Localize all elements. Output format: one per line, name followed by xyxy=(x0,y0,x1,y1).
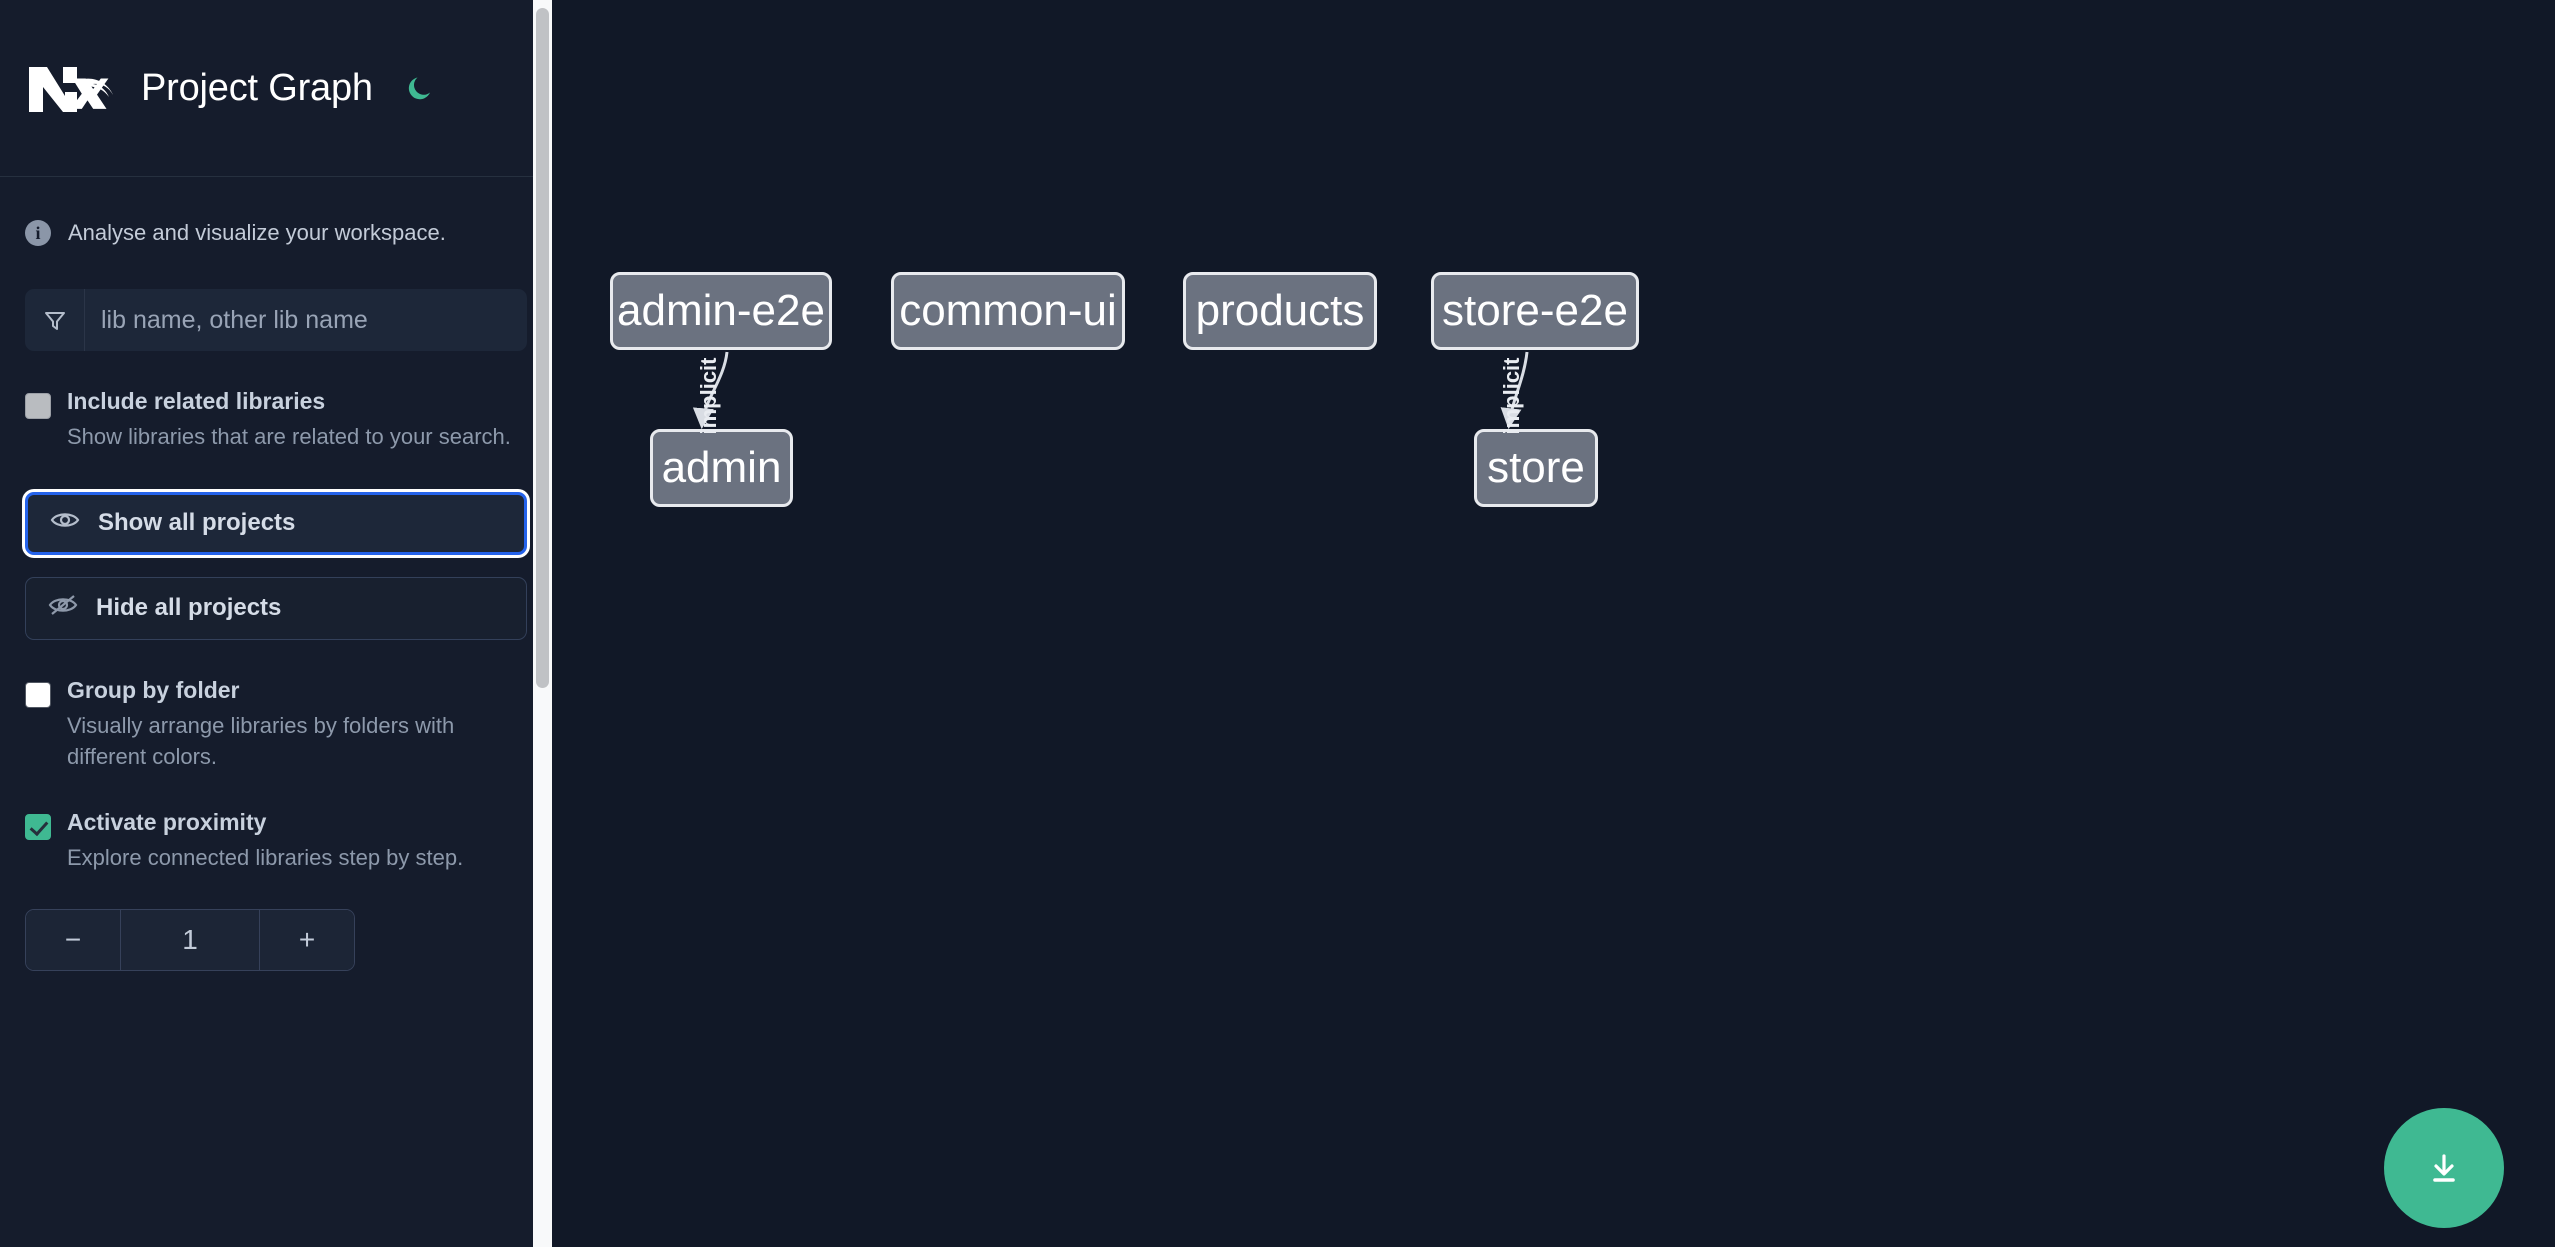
include-related-description: Show libraries that are related to your … xyxy=(67,423,511,449)
show-all-projects-label: Show all projects xyxy=(98,509,296,537)
graph-node-admin[interactable]: admin xyxy=(650,429,793,507)
hide-all-projects-label: Hide all projects xyxy=(96,594,282,622)
info-text: Analyse and visualize your workspace. xyxy=(68,220,446,245)
activate-proximity-checkbox[interactable] xyxy=(25,814,51,841)
proximity-value: 1 xyxy=(121,910,259,971)
info-icon: i xyxy=(25,220,51,246)
proximity-increment-button[interactable]: + xyxy=(259,910,354,971)
graph-node-store-e2e[interactable]: store-e2e xyxy=(1431,272,1639,350)
sidebar-header: Project Graph xyxy=(0,0,552,177)
hide-all-projects-button[interactable]: Hide all projects xyxy=(25,576,527,640)
option-group-by-folder[interactable]: Group by folder Visually arrange librari… xyxy=(25,676,527,772)
edge-label-admin-implicit: implicit xyxy=(696,357,721,435)
filter-funnel-icon[interactable] xyxy=(25,289,85,351)
option-include-related-libraries[interactable]: Include related libraries Show libraries… xyxy=(25,387,527,452)
moon-icon[interactable] xyxy=(399,66,443,110)
eye-icon xyxy=(50,509,80,538)
graph-canvas[interactable]: admin-e2e admin common-ui products store… xyxy=(552,0,2555,1247)
show-all-projects-button[interactable]: Show all projects xyxy=(25,491,527,555)
sidebar: Project Graph i Analyse and visualize yo… xyxy=(0,0,552,1247)
nx-logo xyxy=(25,57,117,120)
workspace-info: i Analyse and visualize your workspace. xyxy=(0,177,552,289)
proximity-stepper: − 1 + xyxy=(25,909,355,972)
include-related-label: Include related libraries xyxy=(67,388,326,414)
download-graph-button[interactable] xyxy=(2384,1108,2504,1228)
search-input[interactable] xyxy=(85,289,527,351)
graph-node-admin-e2e[interactable]: admin-e2e xyxy=(610,272,832,350)
edge-label-store-implicit: implicit xyxy=(1499,357,1524,435)
sidebar-body: Include related libraries Show libraries… xyxy=(0,289,552,972)
group-by-folder-label: Group by folder xyxy=(67,676,240,703)
graph-node-store[interactable]: store xyxy=(1474,429,1598,507)
activate-proximity-description: Explore connected libraries step by step… xyxy=(67,844,464,870)
sidebar-scrollbar-thumb[interactable] xyxy=(536,8,549,688)
proximity-decrement-button[interactable]: − xyxy=(26,910,121,971)
page-title: Project Graph xyxy=(141,66,373,109)
search-field[interactable] xyxy=(25,289,527,351)
graph-edges xyxy=(692,351,1529,430)
group-by-folder-checkbox[interactable] xyxy=(25,681,51,708)
edge-store-e2e-to-store xyxy=(1500,351,1529,430)
activate-proximity-label: Activate proximity xyxy=(67,809,267,836)
sidebar-scrollbar-track[interactable] xyxy=(533,0,552,1247)
graph-node-products[interactable]: products xyxy=(1183,272,1377,350)
option-activate-proximity[interactable]: Activate proximity Explore connected lib… xyxy=(25,808,527,873)
graph-node-common-ui[interactable]: common-ui xyxy=(891,272,1125,350)
group-by-folder-description: Visually arrange libraries by folders wi… xyxy=(67,712,455,769)
download-icon xyxy=(2433,1154,2455,1182)
edge-admin-e2e-to-admin xyxy=(692,351,729,430)
include-related-checkbox[interactable] xyxy=(25,393,51,419)
eye-off-icon xyxy=(48,593,78,624)
